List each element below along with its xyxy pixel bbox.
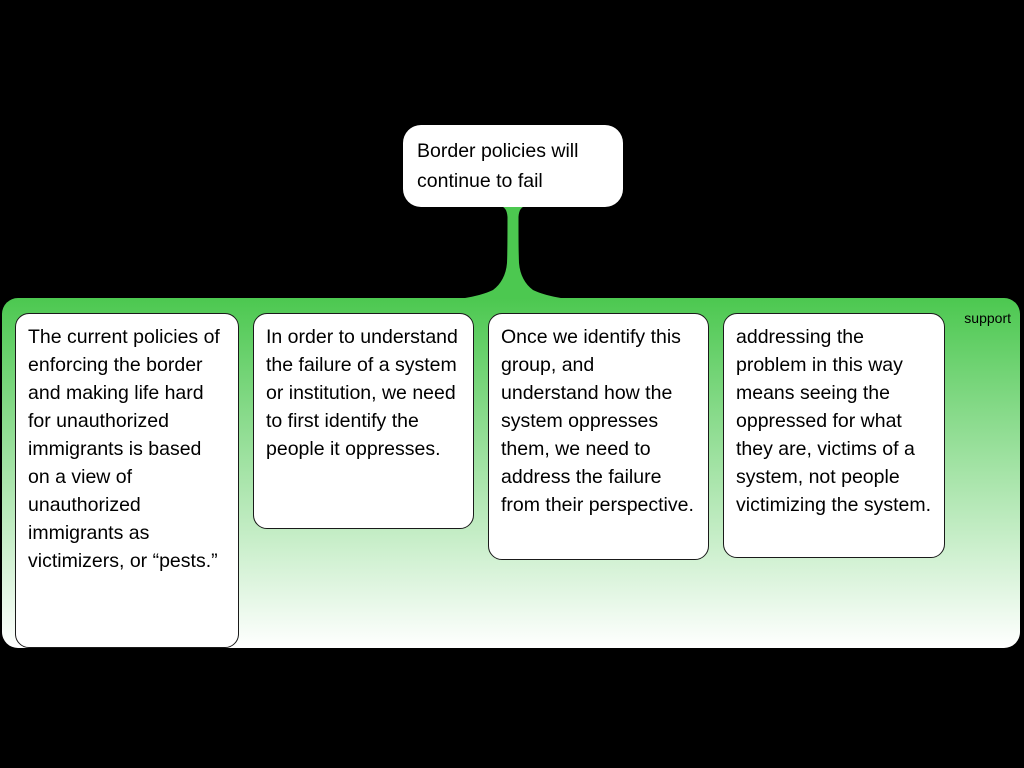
- premise-text: The current policies of enforcing the bo…: [28, 326, 220, 572]
- support-group-label: support: [964, 310, 1011, 326]
- conclusion-node[interactable]: Border policies will continue to fail: [403, 125, 623, 207]
- premise-card[interactable]: Once we identify this group, and underst…: [488, 313, 709, 560]
- conclusion-text: Border policies will continue to fail: [417, 140, 579, 192]
- support-connector: [453, 205, 573, 300]
- premise-card[interactable]: In order to understand the failure of a …: [253, 313, 474, 529]
- premise-text: Once we identify this group, and underst…: [501, 326, 694, 516]
- premise-text: addressing the problem in this way means…: [736, 326, 932, 516]
- premise-text: In order to understand the failure of a …: [266, 326, 458, 460]
- support-group[interactable]: support The current policies of enforcin…: [2, 298, 1020, 648]
- premise-card[interactable]: The current policies of enforcing the bo…: [15, 313, 239, 648]
- premise-card[interactable]: addressing the problem in this way means…: [723, 313, 945, 558]
